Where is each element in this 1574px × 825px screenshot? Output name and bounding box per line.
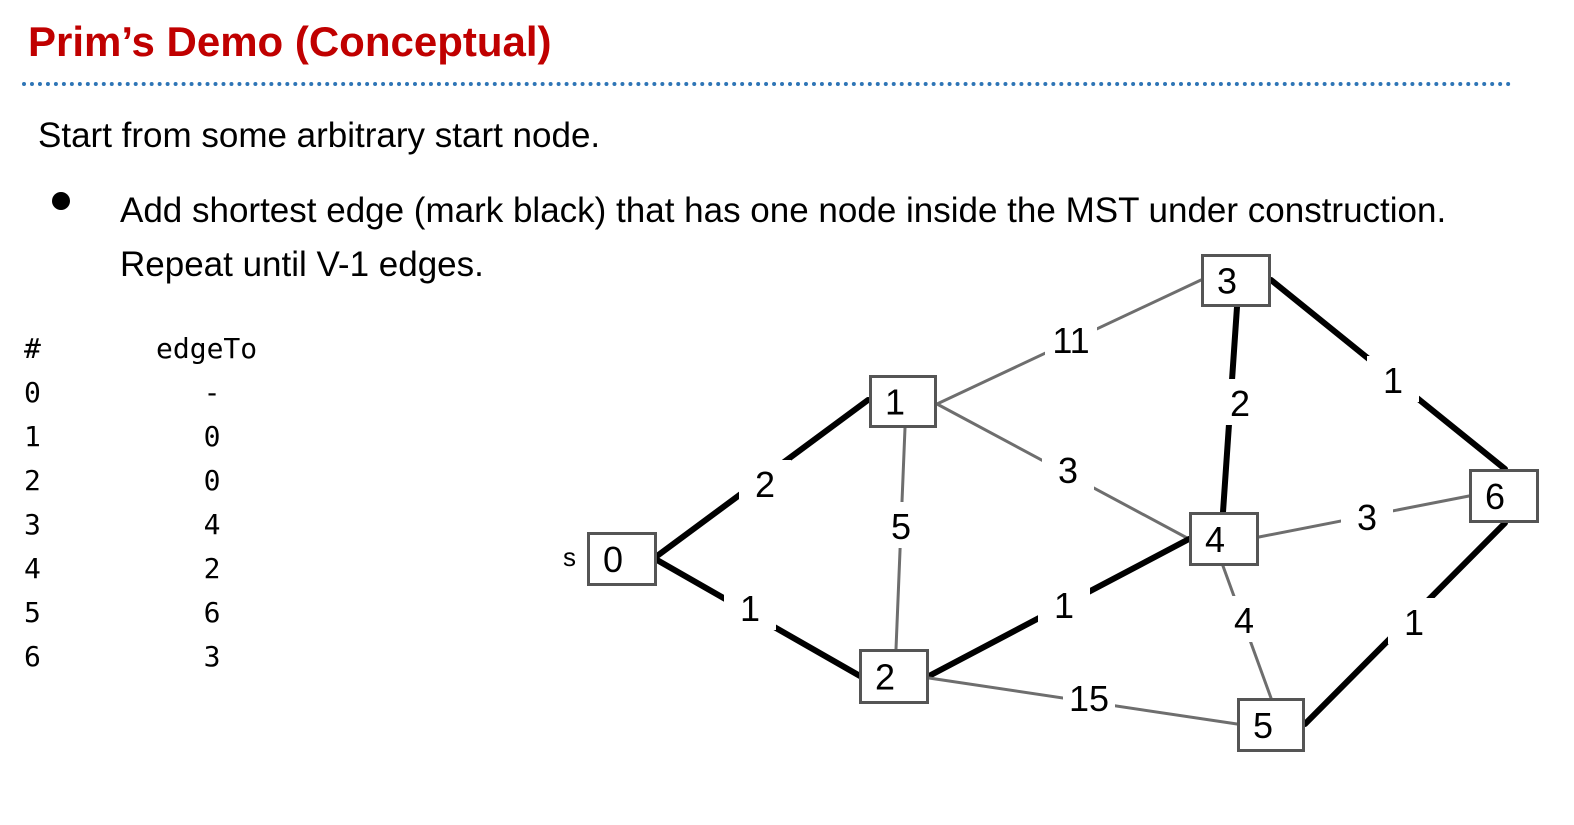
edge-weight-1-3: 11 bbox=[1052, 320, 1089, 361]
row-edgeto: 3 bbox=[203, 640, 221, 673]
bullet-text: Add shortest edge (mark black) that has … bbox=[120, 191, 1447, 284]
edge-label-bg bbox=[724, 584, 776, 630]
title-divider bbox=[22, 82, 1512, 86]
edge-label-bg bbox=[1341, 493, 1393, 539]
node-5-label: 5 bbox=[1253, 705, 1273, 746]
row-vertex: 4 bbox=[24, 552, 41, 585]
edge-weight-2-4: 1 bbox=[1054, 585, 1074, 626]
table-row: 3 4 bbox=[24, 508, 324, 552]
graph-nodes: 0 1 2 3 4 5 6 bbox=[587, 254, 1539, 752]
node-1-label: 1 bbox=[885, 382, 905, 423]
edge-weight-4-5: 4 bbox=[1234, 600, 1254, 641]
table-row: 1 0 bbox=[24, 420, 324, 464]
node-3-box bbox=[1201, 254, 1271, 307]
edge-weight-3-6: 1 bbox=[1383, 360, 1403, 401]
intro-text: Start from some arbitrary start node. bbox=[38, 116, 601, 155]
node-3-label: 3 bbox=[1217, 261, 1237, 302]
edge-label-bg bbox=[1218, 596, 1270, 642]
table-row: 0 - bbox=[24, 376, 324, 420]
row-vertex: 5 bbox=[24, 596, 41, 629]
bullet-dot-icon bbox=[52, 192, 70, 210]
edgeto-table: # edgeTo 0 - 1 0 2 0 3 4 4 2 5 6 6 3 bbox=[24, 332, 324, 684]
edge-label-bg bbox=[1388, 598, 1440, 644]
edge-label-bg bbox=[1367, 356, 1419, 402]
row-edgeto: 6 bbox=[203, 596, 221, 629]
edge-weight-2-5: 15 bbox=[1069, 678, 1109, 719]
start-label: s bbox=[563, 542, 576, 572]
edge-label-bg bbox=[1214, 379, 1266, 425]
header-edgeto: edgeTo bbox=[156, 332, 258, 365]
node-0-label: 0 bbox=[603, 539, 623, 580]
row-vertex: 2 bbox=[24, 464, 41, 497]
table-row: 2 0 bbox=[24, 464, 324, 508]
row-edgeto: 0 bbox=[203, 464, 221, 497]
edge-weight-1-4: 3 bbox=[1058, 450, 1078, 491]
table-header: # edgeTo bbox=[24, 332, 324, 376]
edge-weight-1-2: 5 bbox=[891, 506, 911, 547]
edge-label-bg bbox=[739, 460, 791, 506]
row-vertex: 1 bbox=[24, 420, 41, 453]
node-1-box bbox=[869, 375, 937, 428]
edge-weight-3-4: 2 bbox=[1230, 383, 1250, 424]
row-edgeto: 2 bbox=[203, 552, 221, 585]
node-4-label: 4 bbox=[1205, 519, 1225, 560]
table-row: 4 2 bbox=[24, 552, 324, 596]
edge-weight-5-6: 1 bbox=[1404, 602, 1424, 643]
node-2-box bbox=[859, 649, 929, 704]
edge-weight-4-6: 3 bbox=[1357, 497, 1377, 538]
row-vertex: 6 bbox=[24, 640, 41, 673]
edge-label-bg bbox=[1045, 316, 1097, 362]
edge-label-bg bbox=[875, 502, 927, 548]
node-2-label: 2 bbox=[875, 657, 895, 698]
edge-weight-0-1: 2 bbox=[755, 464, 775, 505]
edge-weight-0-2: 1 bbox=[740, 588, 760, 629]
table-row: 6 3 bbox=[24, 640, 324, 684]
row-edgeto: 4 bbox=[203, 508, 221, 541]
row-edgeto: 0 bbox=[203, 420, 221, 453]
node-4-box bbox=[1189, 512, 1259, 566]
edge-label-bg bbox=[1042, 446, 1094, 492]
node-5-box bbox=[1237, 698, 1305, 752]
node-0-box bbox=[587, 532, 657, 586]
edge-label-bg bbox=[1063, 674, 1115, 720]
header-vertex: # bbox=[24, 332, 41, 365]
node-6-label: 6 bbox=[1485, 476, 1505, 517]
row-vertex: 3 bbox=[24, 508, 41, 541]
slide-title: Prim’s Demo (Conceptual) bbox=[28, 18, 552, 65]
table-row: 5 6 bbox=[24, 596, 324, 640]
row-edgeto: - bbox=[203, 376, 221, 409]
node-6-box bbox=[1469, 469, 1539, 523]
row-vertex: 0 bbox=[24, 376, 41, 409]
edge-label-bg bbox=[1038, 581, 1090, 627]
